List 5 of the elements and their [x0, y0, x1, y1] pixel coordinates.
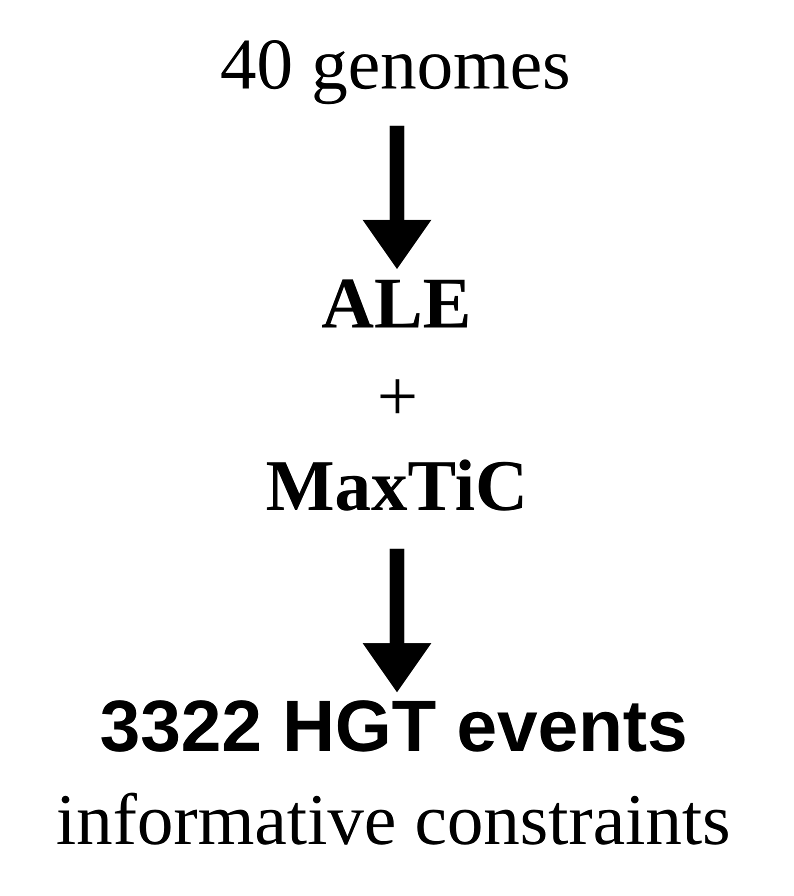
node-text: 3322 HGT events informative constraints [56, 686, 731, 860]
arrow [362, 126, 432, 270]
node-text: 40 genomes [220, 24, 571, 105]
arrow [362, 548, 432, 692]
node-text: ALE + MaxTiC [266, 262, 528, 526]
